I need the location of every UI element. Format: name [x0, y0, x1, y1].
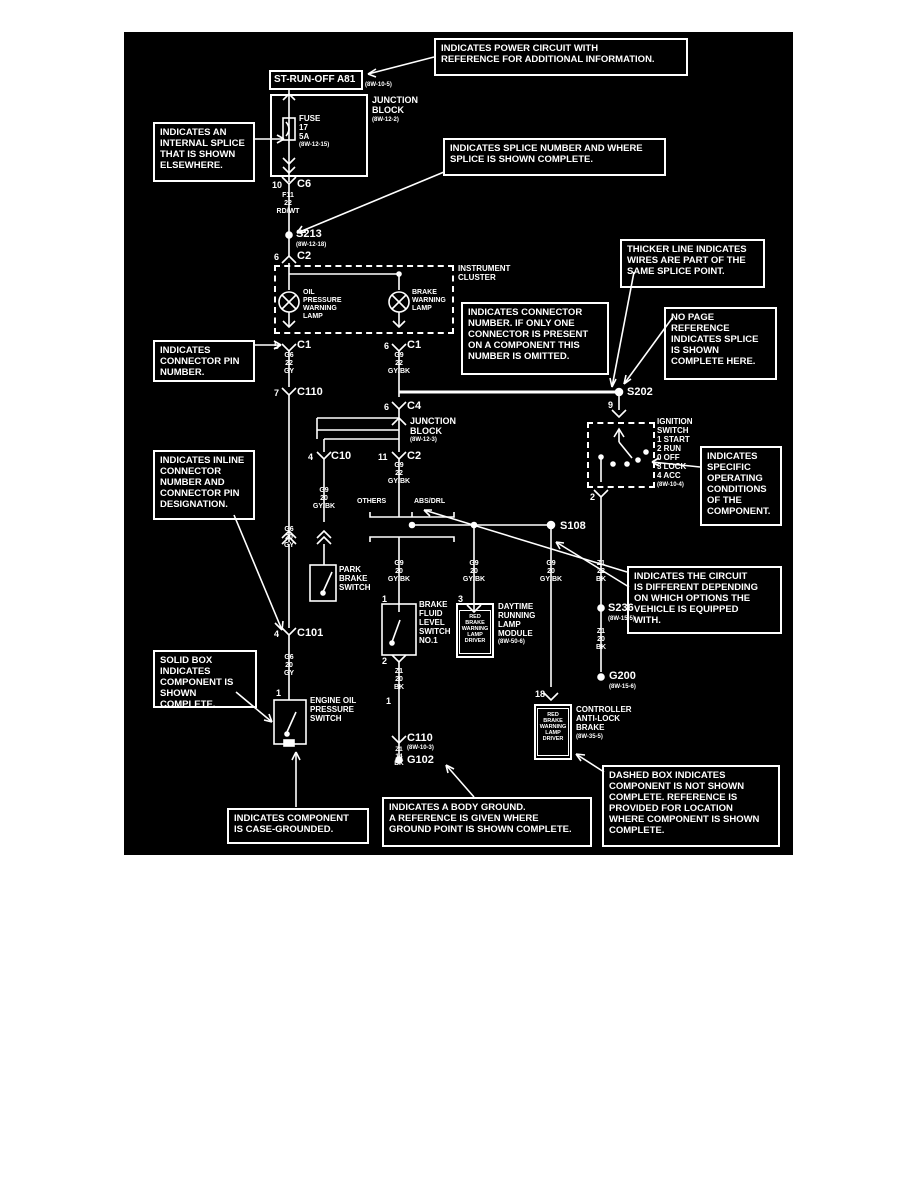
c110-bottom-pin: 1 [386, 696, 392, 706]
callout-case-grounded: INDICATES COMPONENT IS CASE-GROUNDED. [227, 808, 369, 844]
c10-label: C10 [331, 450, 352, 462]
junction-block-top-label: JUNCTION BLOCK [372, 95, 419, 115]
callout-dashed-box: DASHED BOX INDICATES COMPONENT IS NOT SH… [602, 765, 780, 847]
c1-right-pin: 6 [384, 341, 390, 351]
brake-fluid-label: BRAKE FLUID LEVEL SWITCH NO.1 [419, 600, 451, 645]
ignition-switch-label: IGNITION SWITCH 1 START 2 RUN 0 OFF 3 LO… [657, 417, 693, 480]
callout-connector-pin: INDICATES CONNECTOR PIN NUMBER. [153, 340, 255, 382]
c101-pin: 4 [274, 629, 280, 639]
controller-box [534, 704, 572, 760]
wire-g6-mid: G6 20 GY [283, 526, 295, 549]
instrument-cluster-label: INSTRUMENT CLUSTER [458, 264, 511, 282]
c110-top-label: C110 [297, 386, 323, 398]
instrument-cluster-box [274, 265, 454, 334]
controller-pin: 18 [535, 689, 546, 699]
fuse-ref: (8W-12-15) [299, 142, 330, 148]
c1-left-label: C1 [297, 339, 312, 351]
wiring-diagram: RED BRAKE WARNING LAMP DRIVER RED BRAKE … [124, 32, 793, 855]
s202-pin: 9 [608, 400, 614, 410]
g102-label: G102 [407, 754, 434, 766]
c1-right-label: C1 [407, 339, 422, 351]
c10-pin: 4 [308, 452, 314, 462]
ignition-pin-2: 2 [590, 492, 596, 502]
c1-left-pin: 5 [274, 341, 280, 351]
s108-label: S108 [560, 520, 586, 532]
wire-g9-brake: G9 20 GY/BK [387, 560, 411, 583]
controller-ref: (8W-35-5) [576, 734, 603, 740]
junction-block-top-box [270, 94, 368, 177]
bfl-pin-1: 1 [382, 594, 388, 604]
wire-g6-c1: G6 22 GY [283, 352, 295, 375]
wire-g6-eop: G6 20 GY [283, 654, 295, 677]
eop-pin: 1 [276, 688, 282, 698]
s236-ref: (8W-15-5) [608, 616, 635, 622]
c110-bottom-label: C110 [407, 732, 433, 744]
c2-jb-pin: 11 [378, 452, 388, 462]
c2-top-label: C2 [297, 250, 312, 262]
c4-label: C4 [407, 400, 422, 412]
junction-block-top-ref: (8W-12-2) [372, 117, 399, 123]
engine-oil-label: ENGINE OIL PRESSURE SWITCH [310, 696, 357, 723]
g200-label: G200 [609, 670, 636, 682]
s236-label: S236 [608, 602, 634, 614]
callout-splice-number: INDICATES SPLICE NUMBER AND WHERE SPLICE… [443, 138, 666, 176]
drl-ref: (8W-50-6) [498, 639, 525, 645]
c110-top-pin: 7 [274, 388, 280, 398]
callout-inline-connector: INDICATES INLINE CONNECTOR NUMBER AND CO… [153, 450, 255, 520]
callout-connector-number: INDICATES CONNECTOR NUMBER. IF ONLY ONE … [461, 302, 609, 375]
callout-body-ground: INDICATES A BODY GROUND. A REFERENCE IS … [382, 797, 592, 847]
abs-drl-label: ABS/DRL [414, 498, 446, 505]
c2-jb-label: C2 [407, 450, 422, 462]
cab-driver: RED BRAKE WARNING LAMP DRIVER [537, 708, 569, 756]
ignition-switch-box [587, 422, 655, 488]
bfl-pin-2: 2 [382, 656, 388, 666]
g200-ref: (8W-15-6) [609, 684, 636, 690]
c6-label: C6 [297, 178, 312, 190]
wire-g9-drl: G9 20 GY/BK [462, 560, 486, 583]
s213-label: S213 [296, 228, 322, 240]
callout-internal-splice: INDICATES AN INTERNAL SPLICE THAT IS SHO… [153, 122, 255, 182]
wire-z1-s236: Z1 20 BK [595, 628, 607, 651]
c6-pin: 10 [272, 180, 283, 190]
wire-g9-cab: G9 20 GY/BK [539, 560, 563, 583]
drl-driver: RED BRAKE WARNING LAMP DRIVER [459, 610, 491, 654]
diagram-lines [233, 56, 701, 807]
park-brake-label: PARK BRAKE SWITCH [339, 565, 371, 592]
fuse-label: FUSE 17 5A [299, 114, 321, 141]
wire-g9-c1: G9 22 GY/BK [387, 352, 411, 375]
callout-no-page-ref: NO PAGE REFERENCE INDICATES SPLICE IS SH… [664, 307, 777, 380]
c2-top-pin: 6 [274, 252, 280, 262]
s213-ref: (8W-12-18) [296, 242, 327, 248]
c101-label: C101 [297, 627, 324, 639]
wire-g9-c10: G9 20 GY/BK [312, 487, 336, 510]
brake-lamp-label: BRAKE WARNING LAMP [412, 289, 446, 312]
power-ref: (8W-10-5) [365, 82, 392, 88]
drl-pin: 3 [458, 594, 464, 604]
others-label: OTHERS [357, 498, 387, 505]
callout-thicker-line: THICKER LINE INDICATES WIRES ARE PART OF… [620, 239, 765, 288]
oil-lamp-label: OIL PRESSURE WARNING LAMP [303, 289, 342, 320]
wire-g9-c2: G9 22 GY/BK [387, 462, 411, 485]
callout-solid-box: SOLID BOX INDICATES COMPONENT IS SHOWN C… [153, 650, 257, 710]
power-label: ST-RUN-OFF A81 [274, 74, 356, 85]
c4-pin: 6 [384, 402, 390, 412]
junction-block-mid-ref: (8W-12-3) [410, 437, 437, 443]
wire-z1-ign: Z1 22 BK [595, 560, 607, 583]
controller-label: CONTROLLER ANTI-LOCK BRAKE [576, 705, 632, 732]
junction-block-mid-label: JUNCTION BLOCK [410, 416, 457, 436]
wire-z1-g102: Z1 14 BK [394, 746, 404, 767]
power-box [269, 70, 363, 90]
s202-label: S202 [627, 386, 653, 398]
callout-power-circuit: INDICATES POWER CIRCUIT WITH REFERENCE F… [434, 38, 688, 76]
callout-operating-conditions: INDICATES SPECIFIC OPERATING CONDITIONS … [700, 446, 782, 526]
drl-module-box [456, 603, 494, 658]
wire-f11: F11 22 RD/WT [276, 192, 300, 215]
c110-bottom-ref: (8W-10-3) [407, 745, 434, 751]
drl-module-label: DAYTIME RUNNING LAMP MODULE [498, 602, 536, 638]
wire-z1-bfl: Z1 20 BK [393, 668, 405, 691]
ignition-ref: (8W-10-4) [657, 482, 684, 488]
callout-circuit-options: INDICATES THE CIRCUIT IS DIFFERENT DEPEN… [627, 566, 782, 634]
